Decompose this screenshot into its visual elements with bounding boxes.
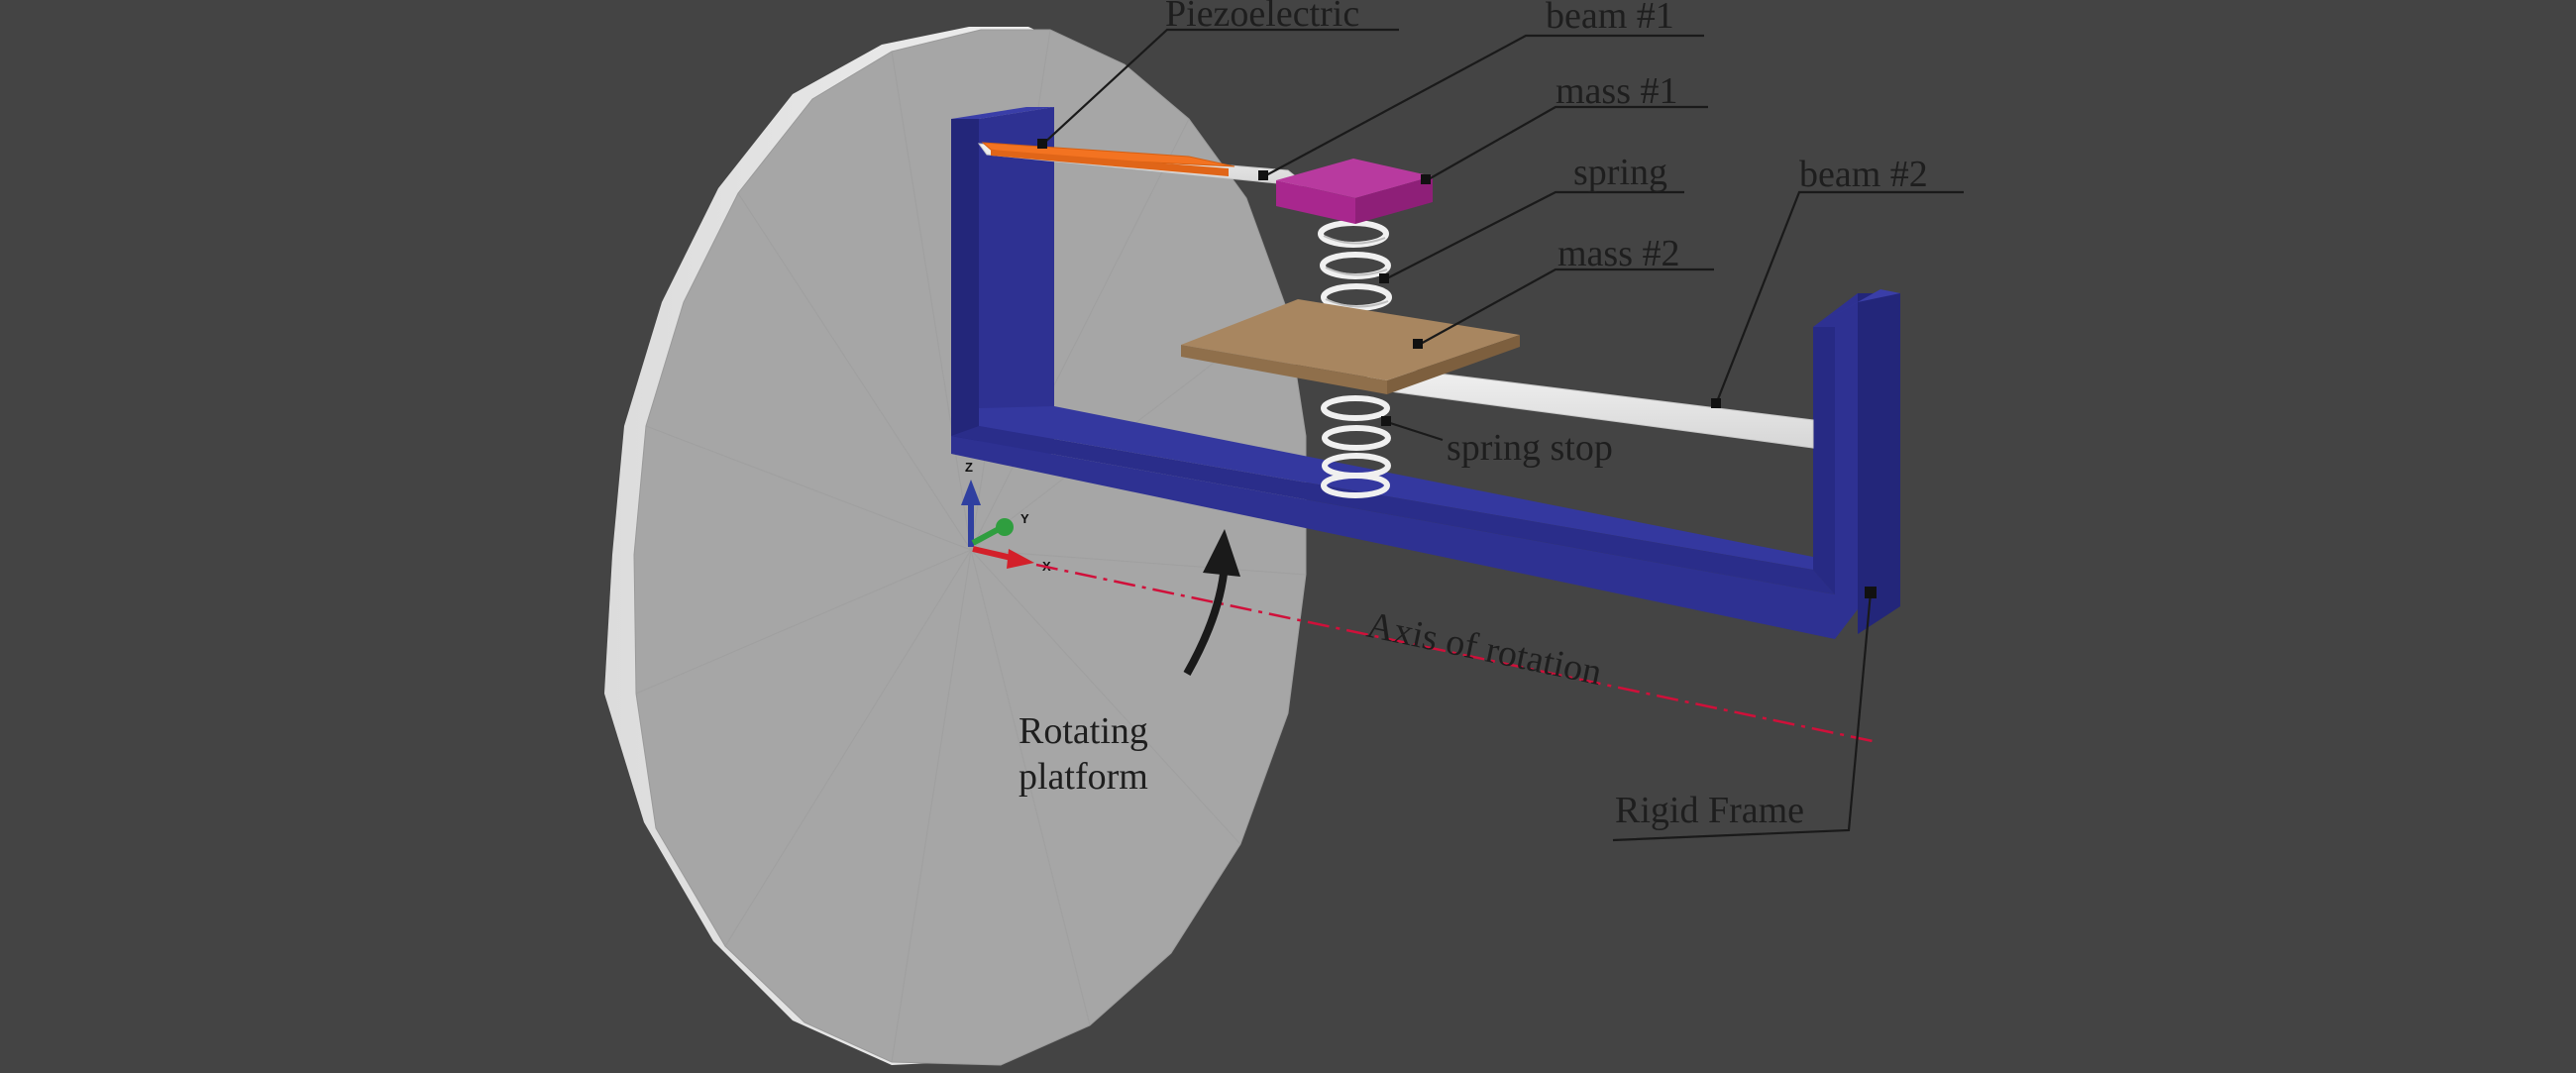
leader-piezoelectric [1041, 28, 1399, 146]
label-mass1: mass #1 [1556, 70, 1678, 112]
lower-spring [1321, 395, 1391, 498]
label-rotating-platform-line1: Rotating [1019, 710, 1148, 752]
mass-1-top [1276, 159, 1433, 198]
leader-beam2 [1714, 190, 1964, 405]
leader-spring [1384, 190, 1684, 280]
label-rigid-frame: Rigid Frame [1615, 790, 1804, 831]
coordinate-triad: Z Y X [961, 460, 1051, 574]
label-beam2: beam #2 [1799, 154, 1928, 195]
rotation-arrow [1183, 529, 1240, 676]
label-spring-stop: spring stop [1447, 427, 1613, 469]
frame-bottom-bar-face [951, 426, 1835, 594]
y-axis-label: Y [1020, 511, 1029, 526]
leader-mass2 [1418, 268, 1714, 346]
leader-mass2-dot [1413, 339, 1423, 349]
frame-bottom-bar-front [951, 436, 1835, 639]
frame-right-post-inner [1813, 327, 1835, 594]
rigid-frame [951, 107, 1900, 639]
label-piezoelectric: Piezoelectric [1165, 0, 1359, 35]
mass-1-front [1276, 180, 1355, 224]
mass-2 [1181, 299, 1520, 394]
leader-lines [1037, 28, 1964, 842]
leader-spring-stop [1386, 420, 1444, 442]
leader-spring-stop-dot [1381, 416, 1391, 426]
mass-1-side [1355, 176, 1433, 224]
label-beam1: beam #1 [1546, 0, 1674, 37]
label-axis-of-rotation: Axis of rotation [1363, 604, 1605, 694]
y-axis-arrow [971, 526, 1001, 546]
frame-left-post-front [979, 107, 1054, 456]
leader-mass1-dot [1421, 174, 1431, 184]
piezoelectric-front [991, 150, 1229, 176]
y-axis-head [996, 518, 1014, 536]
leader-mass1 [1426, 105, 1708, 181]
leader-spring-dot [1379, 273, 1389, 283]
label-spring: spring [1573, 152, 1667, 193]
mass-2-top [1181, 299, 1520, 380]
mass-1 [1276, 159, 1433, 224]
frame-bottom-bar-top [979, 406, 1813, 570]
leader-beam1-dot [1258, 170, 1268, 180]
x-axis-head [1007, 549, 1034, 569]
label-mass2: mass #2 [1557, 233, 1680, 274]
labels: Piezoelectric beam #1 mass #1 spring bea… [1019, 0, 1928, 831]
frame-right-post-side [1858, 293, 1900, 634]
leader-piezoelectric-dot [1037, 139, 1047, 149]
frame-left-post-side [951, 119, 979, 456]
frame-right-post-top [1813, 289, 1900, 327]
axis-of-rotation-line [1035, 563, 1874, 743]
z-axis-label: Z [965, 460, 973, 475]
leader-rigid-frame-dot [1865, 587, 1877, 598]
leader-beam2-dot [1711, 398, 1721, 408]
z-axis-head [961, 480, 981, 505]
frame-left-post-top [951, 107, 1054, 119]
label-rotating-platform-line2: platform [1019, 756, 1148, 798]
mass-2-front [1181, 345, 1387, 394]
leader-rigid-frame [1612, 591, 1873, 842]
leader-beam1 [1263, 34, 1704, 177]
rotating-platform-disk [604, 27, 1307, 1066]
mass-2-side [1387, 335, 1520, 394]
